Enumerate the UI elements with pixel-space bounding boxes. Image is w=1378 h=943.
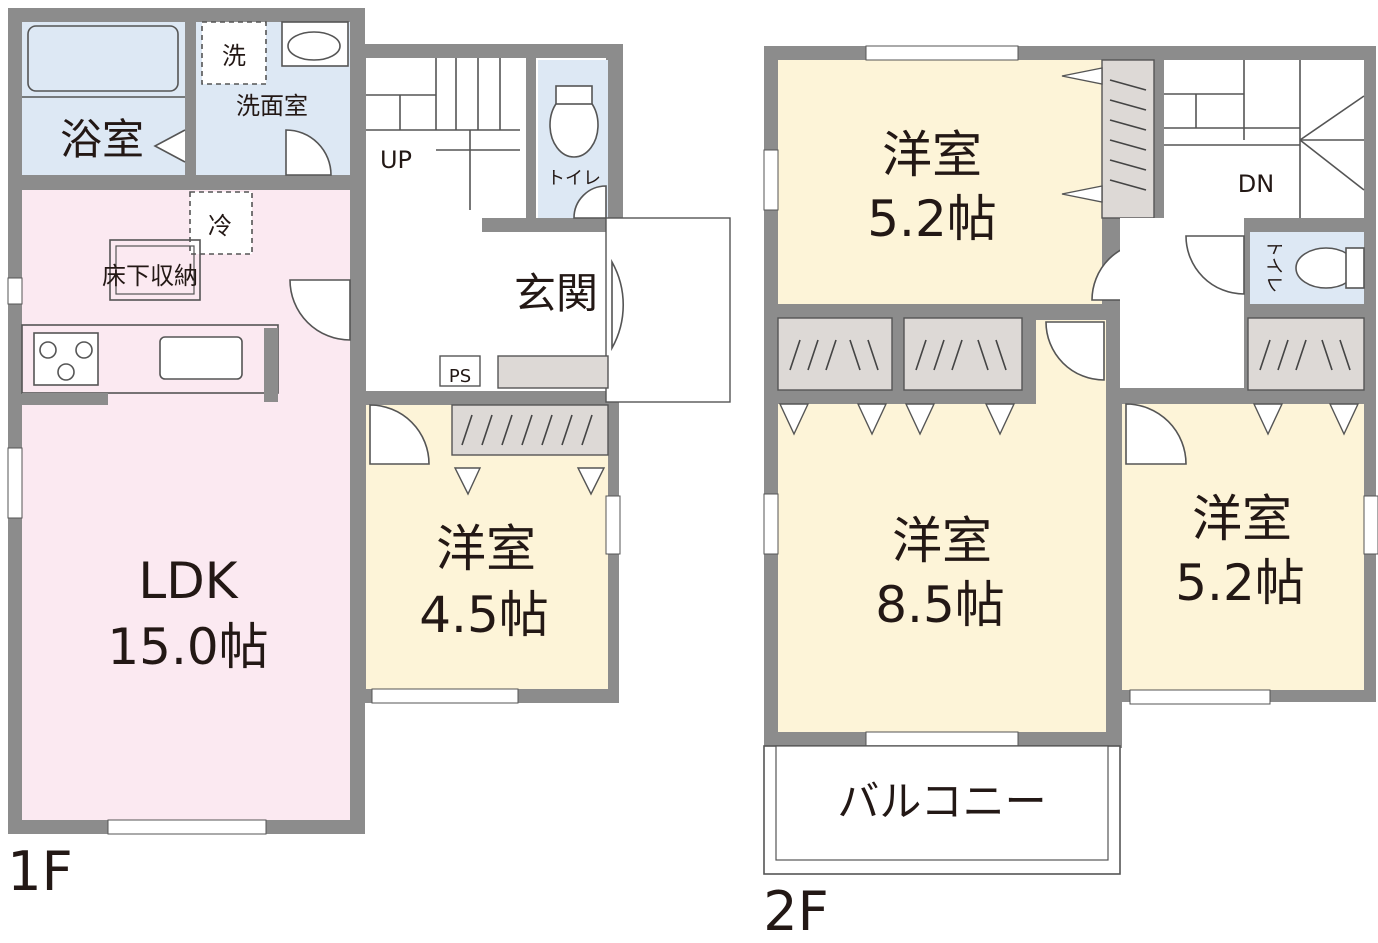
stair-up (366, 58, 520, 210)
shoe-box (497, 355, 609, 389)
entrance (498, 232, 608, 356)
washroom-door (285, 129, 332, 176)
washroom-label: 洗面室 (236, 92, 308, 120)
second-floor-label: 2F (763, 880, 828, 943)
toilet-2f-label: トイレ (1263, 239, 1284, 293)
closet-b2 (903, 317, 1023, 391)
western-1f-size: 4.5帖 (419, 586, 549, 644)
second-floor (763, 45, 1378, 875)
western-c-label: 洋室 (1192, 490, 1292, 548)
underfloor-storage-icon (109, 239, 201, 301)
porch (605, 217, 731, 403)
pipe-space (439, 355, 481, 387)
closet-1f (451, 404, 609, 456)
closet-a (1101, 59, 1155, 219)
hall-2f (1164, 60, 1364, 218)
stair-down-label: DN (1238, 170, 1274, 198)
washer-space (201, 21, 267, 85)
bath-label: 浴室 (60, 115, 144, 164)
western-b-size: 8.5帖 (875, 576, 1005, 634)
western-room-b (778, 404, 1106, 732)
underfloor-storage-label: 床下収納 (102, 262, 198, 290)
kitchen-sink-icon (159, 336, 243, 380)
western-c-size: 5.2帖 (1175, 554, 1305, 612)
toilet-1f-label: トイレ (547, 168, 601, 189)
entrance-label: 玄関 (514, 269, 598, 318)
stove-icon (33, 332, 99, 386)
western-b-label: 洋室 (892, 512, 992, 570)
first-floor-label: 1F (7, 840, 72, 903)
fridge-label: 冷 (208, 212, 232, 240)
washer-label: 洗 (222, 42, 246, 70)
ldk-size: 15.0帖 (107, 618, 268, 676)
western-1f-label: 洋室 (436, 520, 536, 578)
western-a-size: 5.2帖 (867, 190, 997, 248)
entrance-door (611, 258, 625, 352)
western-room-a (778, 60, 1102, 304)
pipe-space-label: PS (449, 366, 471, 387)
stair-up-label: UP (380, 146, 412, 174)
ldk-label: LDK (138, 552, 238, 610)
western-a-label: 洋室 (882, 126, 982, 184)
first-floor (7, 8, 731, 835)
ldk-door (289, 279, 351, 341)
balcony-label: バルコニー (837, 777, 1046, 826)
stair-down (1164, 60, 1365, 218)
bathtub (27, 25, 179, 92)
